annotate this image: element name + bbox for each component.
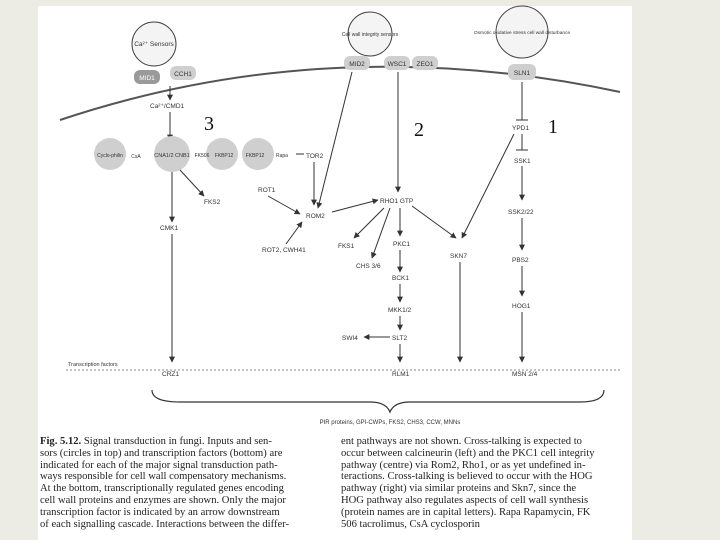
textbook-page xyxy=(38,6,632,540)
caption-line-11: pathway (centre) via Rom2, Rho1, or as y… xyxy=(341,459,586,471)
hog1-label: HOG1 xyxy=(512,303,531,310)
panel-number-3: 3 xyxy=(204,113,214,135)
caption-line-12: teractions. Cross-talking is believed to… xyxy=(341,471,593,483)
caption-line-16: 506 tacrolimus, CsA cyclosporin xyxy=(341,518,480,530)
caption-line-10: occur between calcineurin (left) and the… xyxy=(341,447,595,459)
osmotic-stress-circle xyxy=(495,5,549,59)
fkbp12-right-circle xyxy=(242,138,274,170)
mid2-box xyxy=(344,56,370,70)
fks2-label: FKS2 xyxy=(204,199,221,206)
zeo1-box xyxy=(412,56,438,70)
edge-rho1-skn7 xyxy=(411,205,457,239)
caption-line-8: of each signalling cascade. Interactions… xyxy=(40,518,290,530)
sln1-label: SLN1 xyxy=(514,70,531,77)
caption-line-1: Fig. 5.12. Signal transduction in fungi.… xyxy=(40,436,272,447)
cna-label: CNA1/2 CNB1 xyxy=(154,153,189,159)
cyclophilin-circle xyxy=(94,138,126,170)
panel-number-2: 2 xyxy=(414,119,424,141)
ca-cmd1-label: Ca²⁺/CMD1 xyxy=(150,103,185,110)
panel-number-1: 1 xyxy=(548,116,558,138)
cmk1-label: CMK1 xyxy=(160,225,178,232)
output-genes-label: PIR proteins, GPI-CWPs, FKS2, CHS3, CCW,… xyxy=(320,420,461,426)
mkk-label: MKK1/2 xyxy=(388,307,412,314)
fk506-label: FK506 xyxy=(195,153,210,159)
caption-line-13: pathway (right) via similar proteins and… xyxy=(341,483,577,495)
slt2-label: SLT2 xyxy=(392,335,407,342)
mid2-label: MID2 xyxy=(349,61,365,68)
pkc1-label: PKC1 xyxy=(393,241,410,248)
cna-circle xyxy=(154,136,190,172)
mid1-label: MID1 xyxy=(139,75,155,82)
bck1-label: BCK1 xyxy=(392,275,409,282)
osmotic-stress-label: Osmotic oxidative stress cell wall distu… xyxy=(474,30,571,36)
signal-transduction-diagram: 3 2 1 Ca²⁺ Sensors Cell wall integrity s… xyxy=(59,5,621,426)
fkbp12-left-circle xyxy=(206,138,238,170)
caption-line-2: sors (circles in top) and transcription … xyxy=(40,447,283,459)
pbs2-label: PBS2 xyxy=(512,257,529,264)
edge-rho1-fks1 xyxy=(353,207,385,239)
edge-rot2-rom2 xyxy=(285,221,303,245)
cell-wall-integrity-label: Cell wall integrity sensors xyxy=(342,32,399,38)
cch1-label: CCH1 xyxy=(174,71,192,78)
fkbp12-left-label: FKBP12 xyxy=(215,153,234,159)
fks1-label: FKS1 xyxy=(338,243,355,250)
tor2-label: TOR2 xyxy=(306,153,324,160)
caption-line-3: indicated for each of the major signal t… xyxy=(40,459,278,471)
crz1-label: CRZ1 xyxy=(162,371,179,378)
ssk1-label: SSK1 xyxy=(514,158,531,165)
cell-wall-integrity-circle xyxy=(347,11,393,57)
fkbp12-right-label: FKBP12 xyxy=(246,153,265,159)
caption-line-9: ent pathways are not shown. Cross-talkin… xyxy=(341,436,582,447)
caption-line-6: cell wall proteins and enzymes are shown… xyxy=(40,494,286,506)
edge-rho1-chs xyxy=(371,207,391,259)
ca-sensors-circle xyxy=(131,21,177,67)
transcription-factors-label: Transcription factors xyxy=(68,362,118,368)
rho1-label: RHO1 GTP xyxy=(380,198,413,205)
cell-membrane xyxy=(59,65,621,121)
caption-line-5: At the bottom, transcriptionally regulat… xyxy=(40,483,284,495)
edge-rom2-rho1 xyxy=(331,198,379,213)
cch1-box xyxy=(170,66,196,80)
wsc1-box xyxy=(384,56,410,70)
ca-sensors-label: Ca²⁺ Sensors xyxy=(134,41,174,48)
csa-label: CsA xyxy=(131,154,141,160)
mid1-box xyxy=(134,70,160,84)
rom2-label: ROM2 xyxy=(306,213,325,220)
swi4-label: SWI4 xyxy=(342,335,358,342)
rot1-label: ROT1 xyxy=(258,187,276,194)
edge-rot1-rom2 xyxy=(267,195,301,215)
ypd1-label: YPD1 xyxy=(512,125,529,132)
caption-line-7: transcription factor is indicated by an … xyxy=(40,506,280,518)
ssk22-label: SSK2/22 xyxy=(508,209,534,216)
skn7-label: SKN7 xyxy=(450,253,467,260)
sln1-box xyxy=(508,64,536,80)
rot2-label: ROT2, CWH41 xyxy=(262,247,306,254)
msn-label: MSN 2/4 xyxy=(512,371,538,378)
edge-cna-fks2 xyxy=(179,169,205,197)
caption-line-14: HOG pathway also regulates aspects of ce… xyxy=(341,494,589,506)
edge-ypd1-skn7 xyxy=(461,133,515,239)
caption-line-15: (protein names are in capital letters). … xyxy=(341,506,591,518)
edge-mid2-rom2 xyxy=(316,71,353,209)
zeo1-label: ZEO1 xyxy=(417,61,434,68)
wsc1-label: WSC1 xyxy=(388,61,407,68)
figure-number: Fig. 5.12. xyxy=(40,436,82,447)
figure-caption: Fig. 5.12. Signal transduction in fungi.… xyxy=(40,436,630,530)
rapa-label: Rapa xyxy=(276,153,288,159)
cyclophilin-label: Cyclo-philin xyxy=(97,153,123,159)
chs-label: CHS 3/6 xyxy=(356,263,381,270)
rlm1-label: RLM1 xyxy=(392,371,410,378)
output-brace xyxy=(151,389,605,414)
caption-line-4: ways responsible for cell wall compensat… xyxy=(40,471,287,483)
